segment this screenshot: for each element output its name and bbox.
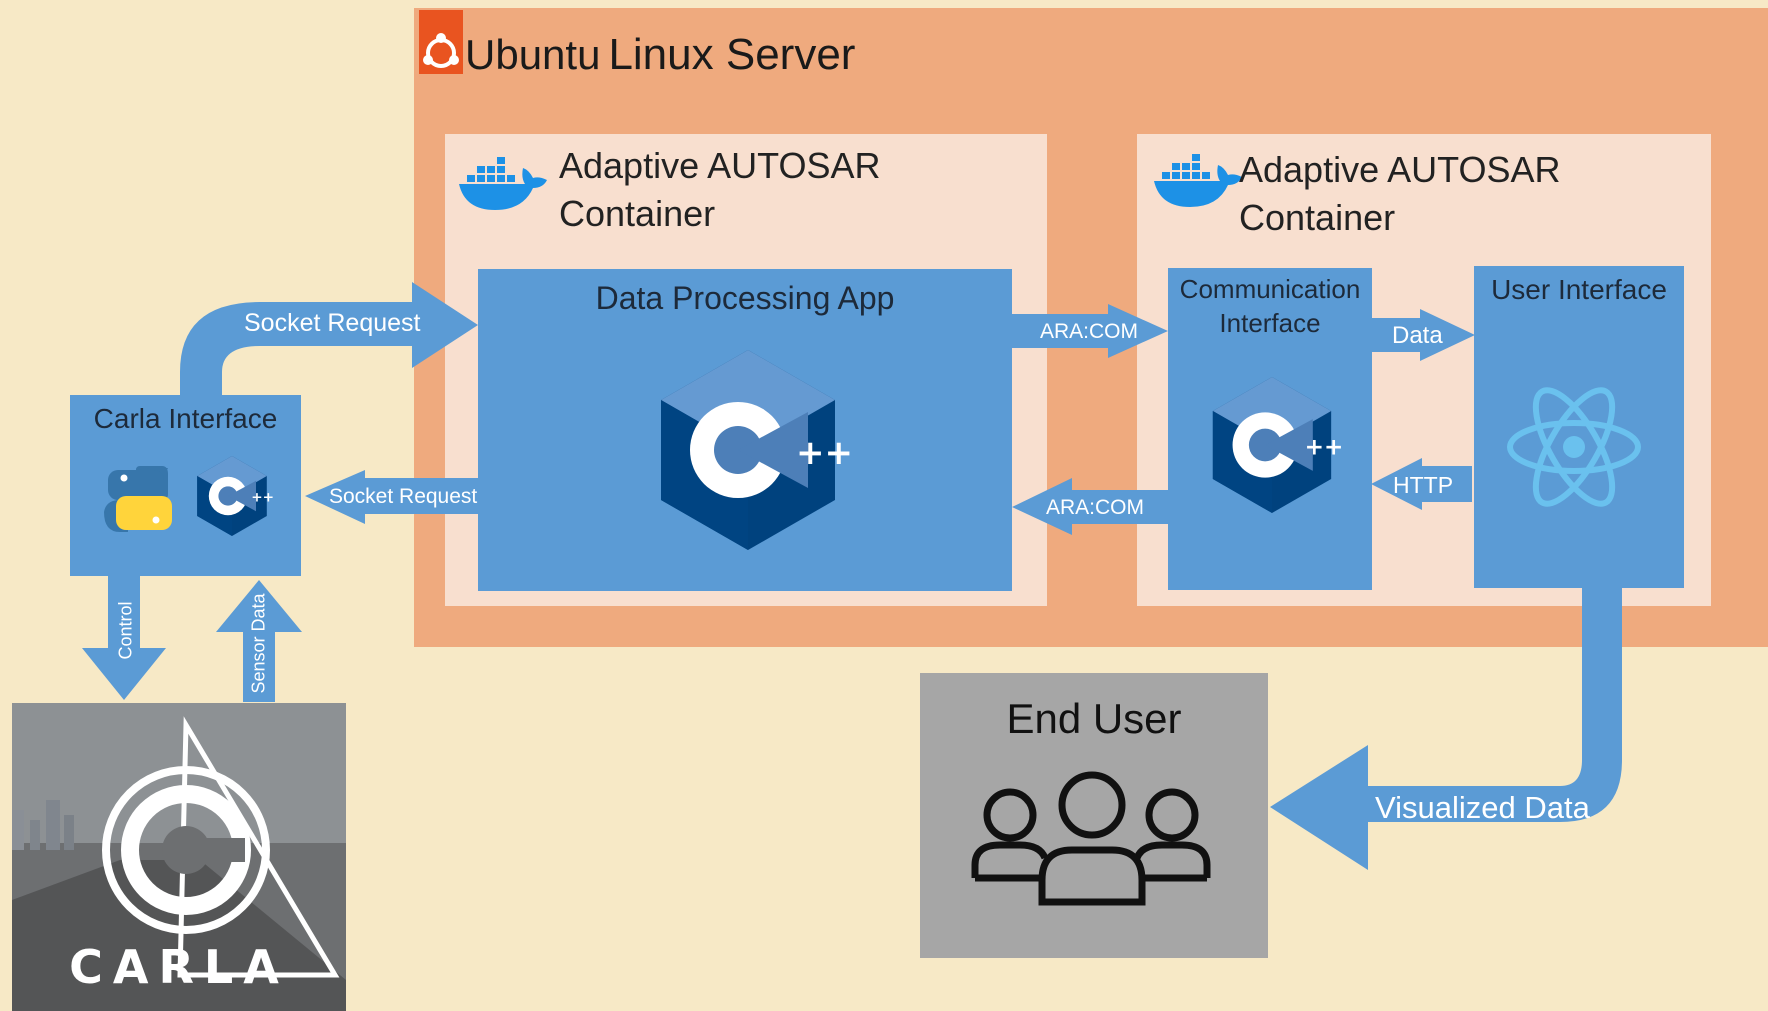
ubuntu-logo-icon xyxy=(419,10,463,74)
user-interface-label: User Interface xyxy=(1491,274,1667,305)
socket-request-label-bottom: Socket Request xyxy=(329,485,478,508)
communication-interface-label: Communication Interface xyxy=(1168,272,1372,340)
container-title-2: Adaptive AUTOSAR Container xyxy=(1239,146,1561,242)
sensor-data-label: Sensor Data xyxy=(248,593,269,694)
carla-logo-icon xyxy=(12,703,346,1011)
container-title-line1: Adaptive AUTOSAR xyxy=(1239,149,1561,190)
control-arrow xyxy=(82,575,166,700)
socket-request-arrow-top xyxy=(180,282,478,398)
visualized-data-arrow xyxy=(1270,585,1622,870)
ara-com-arrow-bottom xyxy=(1012,478,1172,535)
http-label: HTTP xyxy=(1393,472,1454,498)
ara-com-arrow-top xyxy=(1010,304,1168,358)
users-group-icon xyxy=(971,771,1211,906)
data-processing-app-label: Data Processing App xyxy=(595,280,895,316)
data-arrow xyxy=(1370,309,1475,361)
data-label: Data xyxy=(1392,322,1443,349)
carla-interface-label: Carla Interface xyxy=(93,403,278,434)
ara-com-label-top: ARA:COM xyxy=(1040,320,1139,343)
sensor-data-arrow xyxy=(216,580,302,702)
ara-com-label-bottom: ARA:COM xyxy=(1046,496,1145,519)
http-arrow xyxy=(1371,458,1472,510)
container-title-line1: Adaptive AUTOSAR xyxy=(559,145,881,186)
react-logo-icon xyxy=(1507,387,1641,507)
python-logo-icon xyxy=(104,466,172,532)
carla-wordmark: CARLA xyxy=(69,940,289,994)
container-title-line2: Container xyxy=(559,193,716,234)
end-user-label: End User xyxy=(1006,695,1182,742)
user-interface-box xyxy=(1474,266,1684,588)
control-label: Control xyxy=(115,601,136,660)
comm-label-line1: Communication xyxy=(1179,274,1361,304)
container-title-line2: Container xyxy=(1239,197,1396,238)
visualized-data-label: Visualized Data xyxy=(1375,790,1590,825)
ubuntu-brand: Ubuntu xyxy=(465,31,601,78)
socket-request-arrow-bottom xyxy=(305,470,478,524)
container-title-1: Adaptive AUTOSAR Container xyxy=(559,142,881,238)
comm-label-line2: Interface xyxy=(1219,308,1321,338)
socket-request-label-top: Socket Request xyxy=(244,309,421,337)
server-name: Linux Server xyxy=(608,30,856,79)
